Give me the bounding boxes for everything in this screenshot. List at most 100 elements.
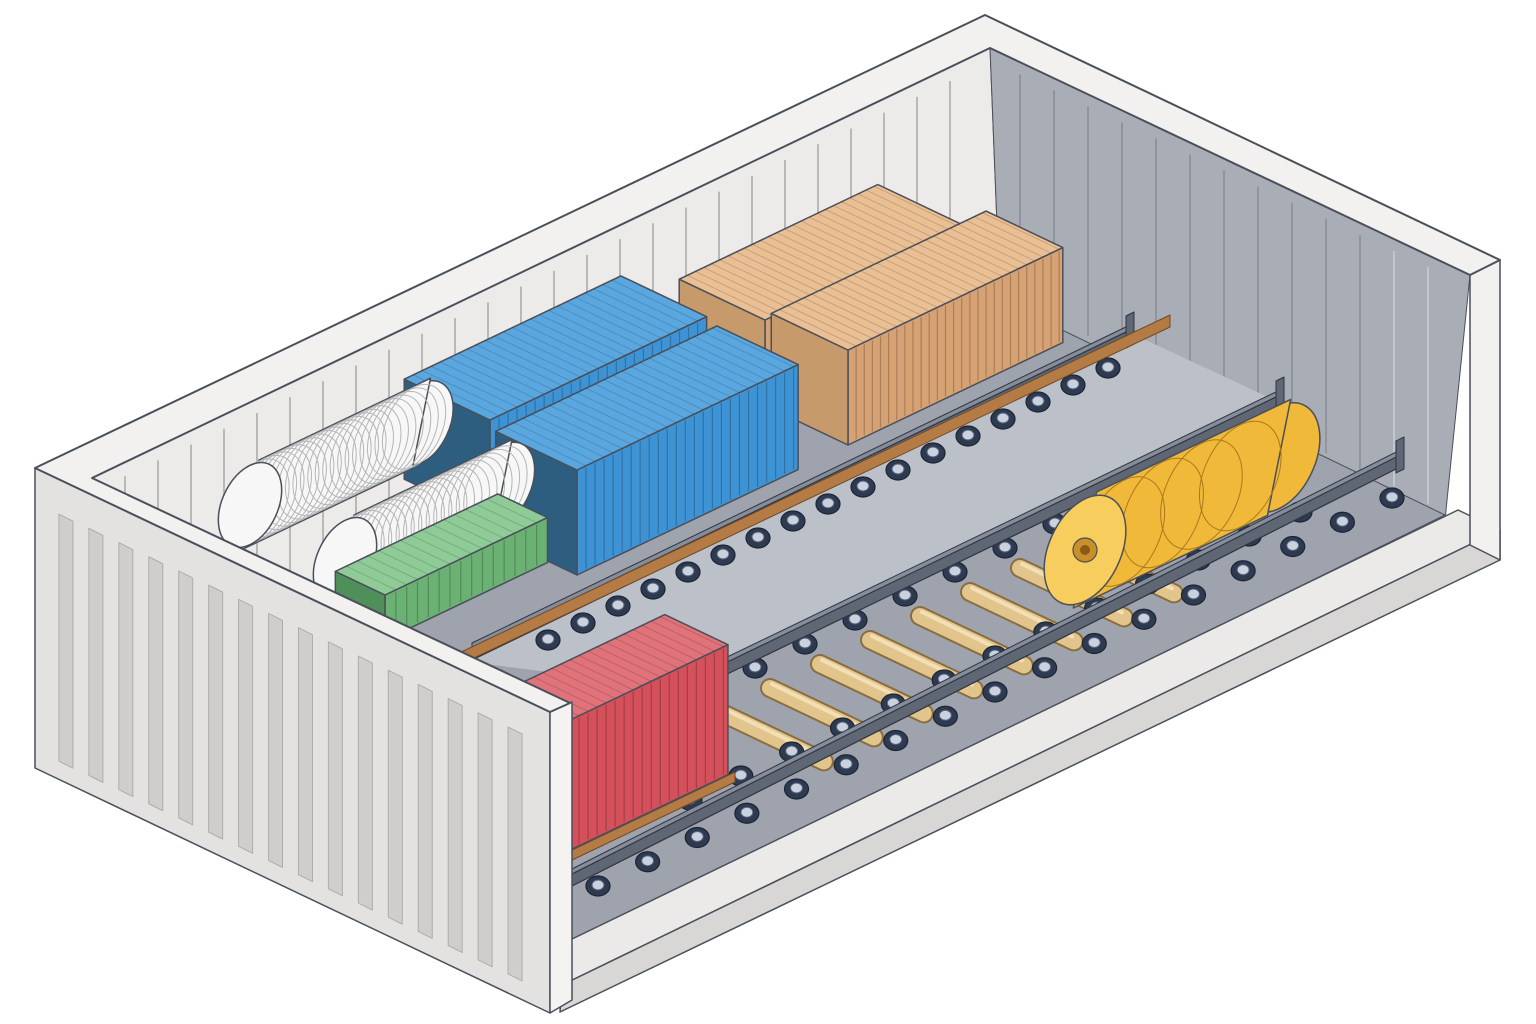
rail-1-wheel-hub <box>821 497 835 509</box>
wooden-crate-back-top-rib <box>817 212 904 255</box>
wooden-crate-front-top-rib <box>917 243 995 281</box>
wooden-crate-back-top-rib <box>752 243 839 286</box>
left-wall-rib <box>327 641 343 897</box>
blue-container-front-top-rib <box>712 327 794 368</box>
roll-hole <box>1080 545 1090 555</box>
wooden-crate-front-top-rib <box>868 266 946 304</box>
blue-container-front-top-rib <box>667 349 749 389</box>
rail-3-inner-wheel-hub <box>785 745 799 757</box>
green-box-top-rib <box>367 555 418 580</box>
rail-3-outer-wheel-hub <box>1236 564 1250 576</box>
blue-container-front-top-rib <box>657 353 740 393</box>
blue-container-front-top-rib <box>676 344 758 385</box>
blue-container-back-top-rib <box>575 296 662 339</box>
blue-container-front-top-rib <box>685 340 767 381</box>
wooden-crate-front-top-rib <box>795 301 873 339</box>
rail-3-outer-wheel-hub <box>1137 612 1151 624</box>
wooden-crate-back-top-rib <box>727 255 814 298</box>
green-box-top-rib <box>356 560 407 586</box>
rail-3-outer-wheel-hub <box>1087 637 1101 648</box>
rail-3-outer-wheel-hub <box>790 782 803 794</box>
roller-highlight <box>720 706 824 759</box>
blue-container-back-top-rib <box>467 348 554 391</box>
rail-2-wheel-hub <box>948 565 962 577</box>
blue-container-front-top-rib <box>504 426 587 467</box>
blue-container-back-top-rib <box>503 331 590 374</box>
wooden-crate-back-top-rib <box>808 216 896 259</box>
wooden-crate-front-top-rib <box>901 251 979 289</box>
blue-container-back-top-rib <box>593 288 680 331</box>
wooden-crate-front-top-rib <box>779 309 857 347</box>
wooden-crate-back-top-rib <box>703 267 790 309</box>
blue-container-back-top-rib <box>512 327 599 369</box>
green-box-top-rib <box>345 565 397 591</box>
green-box-top-rib <box>400 539 451 565</box>
blue-container-front-top-rib <box>576 392 659 432</box>
left-wall-rib <box>58 513 74 769</box>
green-box-top-rib <box>465 508 516 534</box>
left-wall-rib <box>357 655 373 911</box>
wooden-crate-back-top-rib <box>865 189 953 232</box>
rail-3-outer-wheel-hub <box>641 855 655 867</box>
wooden-crate-front-top-rib <box>974 216 1052 254</box>
rail-3-outer-wheel-hub <box>740 806 754 818</box>
rail-1-wheel-hub <box>1101 361 1115 373</box>
blue-container-back-top-rib <box>440 361 527 404</box>
blue-container-front-top-rib <box>549 405 632 445</box>
red-box-top-rib <box>614 637 679 669</box>
green-box-top <box>334 493 549 596</box>
wooden-crate-back-top-rib <box>857 193 944 236</box>
blue-container-back-top-rib <box>458 352 545 395</box>
wooden-crate-back-top-rib <box>849 197 936 240</box>
blue-container-front-top-rib <box>522 417 605 458</box>
left-wall-rib <box>208 584 224 840</box>
roller-highlight <box>770 682 874 735</box>
rail-1-wheel-hub <box>716 548 730 560</box>
wooden-crate-front-top-rib <box>941 231 1019 270</box>
blue-container-front-top-rib <box>531 413 614 454</box>
blue-container-back-top-rib <box>449 357 536 399</box>
rail-1-wheel-hub <box>856 480 870 492</box>
container-rim <box>34 14 1501 713</box>
rail-3-outer-wheel-hub <box>938 709 952 721</box>
rail-2-wheel-hub <box>848 613 862 625</box>
blue-container-front-top-rib <box>594 383 677 424</box>
wooden-crate-front-top-rib <box>909 247 987 285</box>
red-box-top-rib <box>632 629 697 661</box>
left-wall-rib <box>88 527 104 783</box>
blue-container-front-top-rib <box>694 336 776 376</box>
red-box-top-rib <box>542 672 607 704</box>
wooden-crate-back-top-rib <box>735 251 823 294</box>
wooden-crate-back-top-rib <box>719 259 806 302</box>
wooden-crate-back-top-rib <box>800 220 888 263</box>
wooden-crate-front-top-rib <box>957 223 1036 262</box>
left-wall-rib <box>178 570 194 826</box>
red-box-top-rib <box>569 659 634 691</box>
green-box-top-rib <box>454 514 505 539</box>
blue-container-back-top-rib <box>611 279 698 322</box>
rail-1-wheel-hub <box>926 446 940 458</box>
green-box-top-rib <box>486 498 537 524</box>
wooden-crate-back-top-rib <box>792 224 879 267</box>
rail-2-wheel-hub <box>798 637 812 649</box>
left-wall-rib <box>507 726 523 982</box>
left-wall-rib <box>118 542 134 798</box>
wooden-crate-back-top-rib <box>695 270 782 313</box>
wooden-crate-back-top-rib <box>711 263 798 305</box>
red-box-top-rib <box>587 650 652 682</box>
rail-3-outer-wheel-hub <box>1335 515 1349 527</box>
blue-container-back-top-rib <box>422 370 509 412</box>
blue-container-back-top-rib <box>539 314 626 356</box>
blue-container-back-top-rib <box>485 340 572 382</box>
green-box-top-rib <box>410 534 462 560</box>
blue-container-back-top-rib <box>530 318 617 361</box>
rail-3-outer-wheel-hub <box>889 734 903 745</box>
left-wall-rib <box>268 612 284 868</box>
blue-container-front-top-rib <box>612 374 695 415</box>
yellow-roll-ring <box>1121 457 1204 569</box>
wooden-crate-back-top-rib <box>768 236 855 278</box>
blue-container-front-top-rib <box>630 366 713 406</box>
left-wall-rib <box>148 556 164 812</box>
rail-1-wheel-hub <box>541 633 555 645</box>
